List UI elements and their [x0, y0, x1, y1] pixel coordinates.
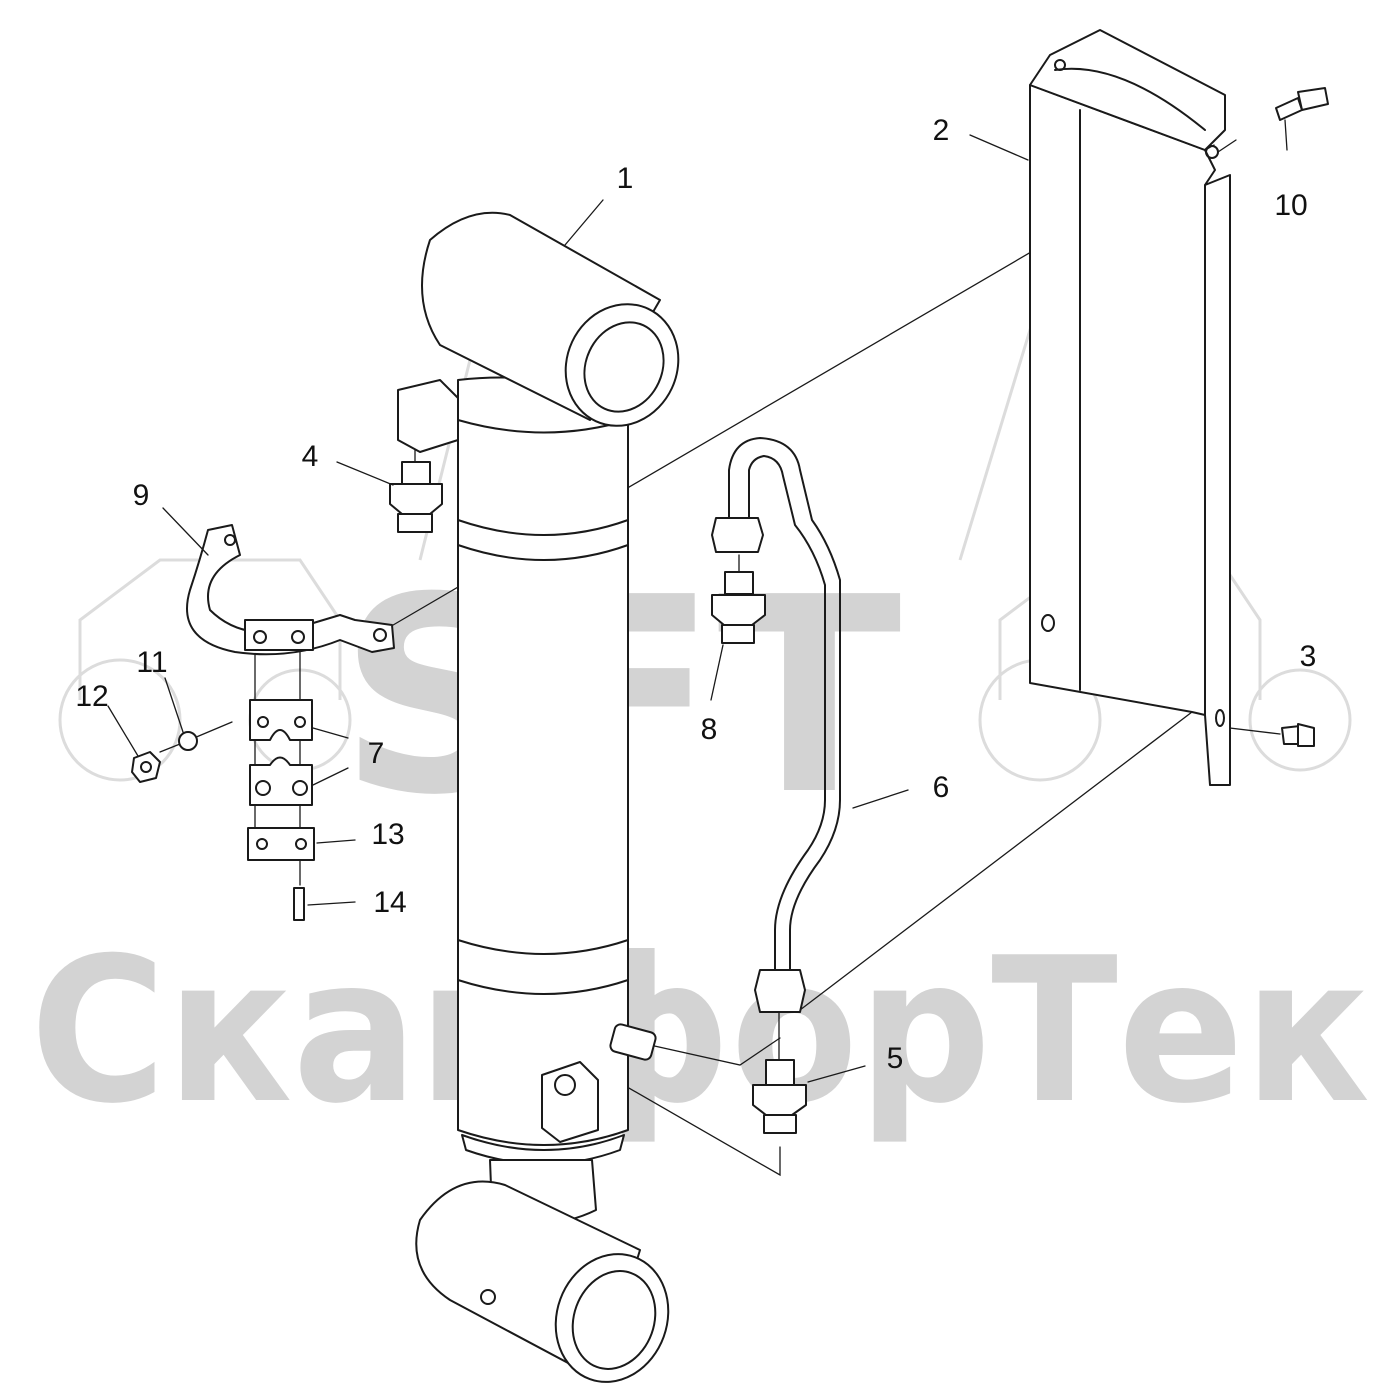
clamp-halves-7	[249, 699, 313, 806]
callout-2: 2	[933, 114, 950, 147]
callout-1: 1	[617, 162, 634, 195]
nut-12	[131, 751, 161, 783]
bolt-3	[1281, 723, 1315, 747]
callout-3: 3	[1300, 640, 1317, 673]
callout-9: 9	[133, 479, 150, 512]
watermark-brand: СканфорТек	[30, 915, 1370, 1148]
clamp-9	[186, 524, 395, 656]
fitting-5	[752, 1059, 807, 1134]
callout-4: 4	[302, 440, 319, 473]
callout-8: 8	[701, 713, 718, 746]
callout-labels: 1 2 3 4 5 6 7 8 9 10 11 12 13 14	[75, 114, 1316, 1075]
protective-shield	[1029, 29, 1231, 786]
hydraulic-cylinder	[397, 211, 680, 1383]
callout-6: 6	[933, 771, 950, 804]
fitting-4	[389, 461, 443, 533]
screw-14	[293, 887, 305, 921]
washer-11	[178, 731, 198, 751]
callout-5: 5	[887, 1042, 904, 1075]
callout-12: 12	[75, 680, 108, 713]
bolt-10	[1275, 87, 1329, 121]
callout-14: 14	[373, 886, 406, 919]
hydraulic-pipe	[711, 437, 841, 1013]
fitting-8	[711, 571, 766, 644]
callout-7: 7	[368, 737, 385, 770]
callout-13: 13	[371, 818, 404, 851]
callout-11: 11	[136, 646, 167, 679]
plate-13	[247, 827, 315, 861]
callout-10: 10	[1274, 189, 1307, 222]
callout-leaders	[107, 134, 1029, 1083]
